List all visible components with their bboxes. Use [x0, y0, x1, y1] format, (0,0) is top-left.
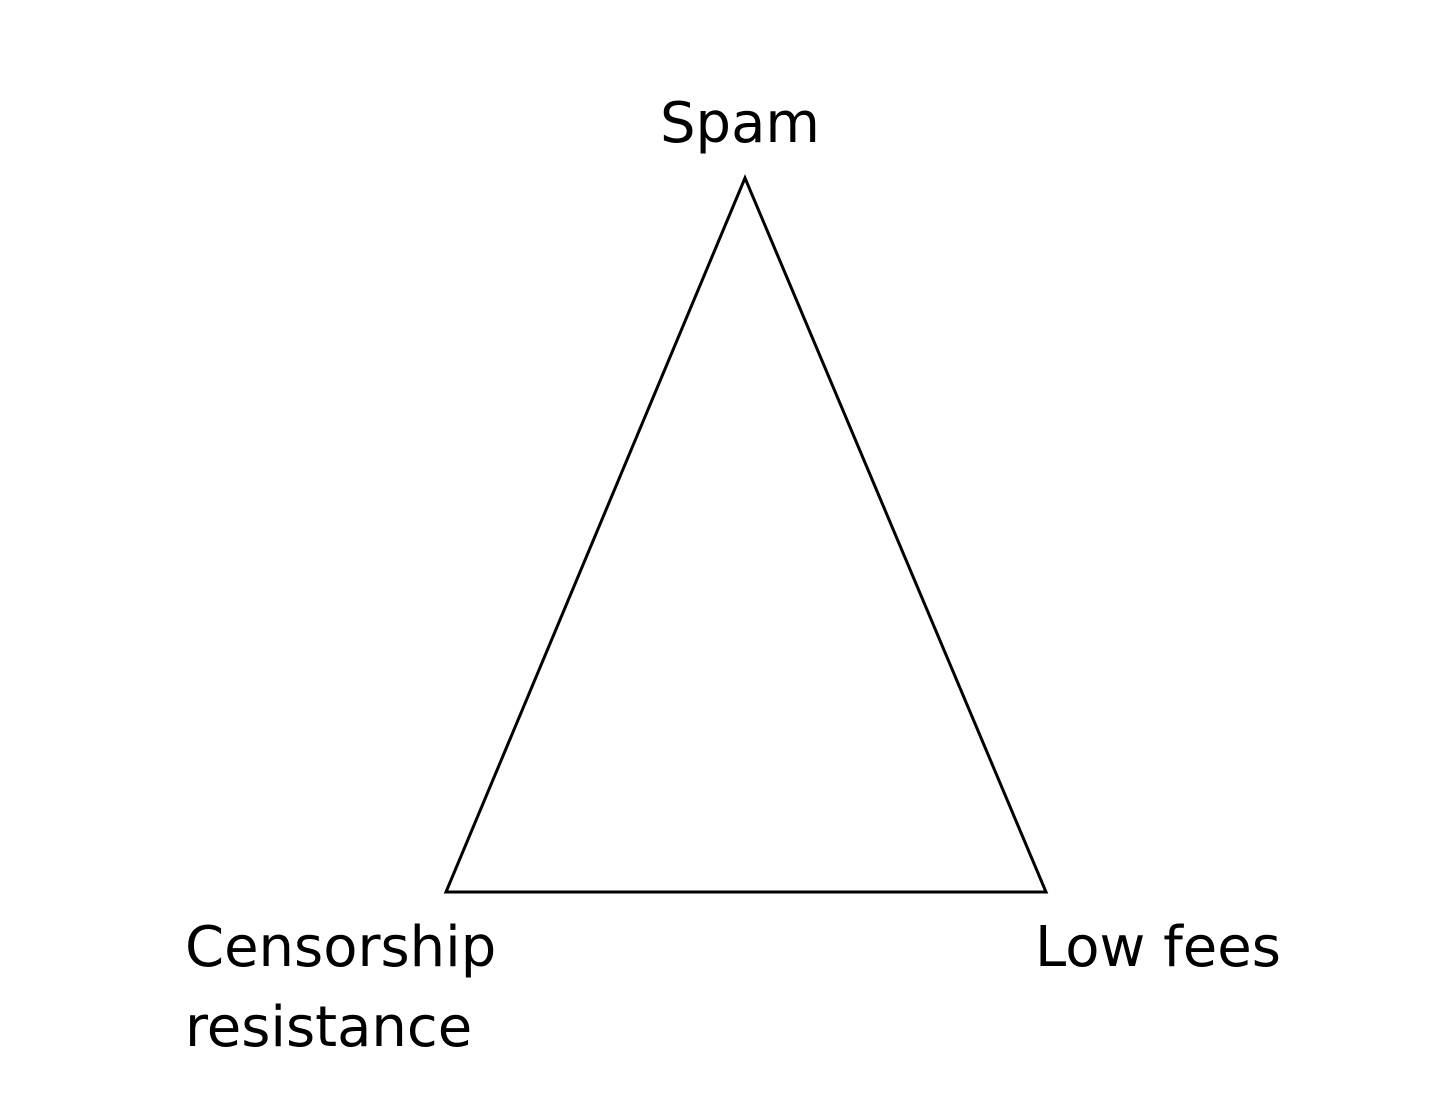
vertex-label-low-fees: Low fees: [1035, 915, 1281, 980]
vertex-label-spam: Spam: [660, 91, 820, 156]
vertex-label-censorship: Censorship: [185, 915, 497, 980]
triangle: [443, 174, 1049, 894]
vertex-label-resistance: resistance: [185, 995, 473, 1060]
